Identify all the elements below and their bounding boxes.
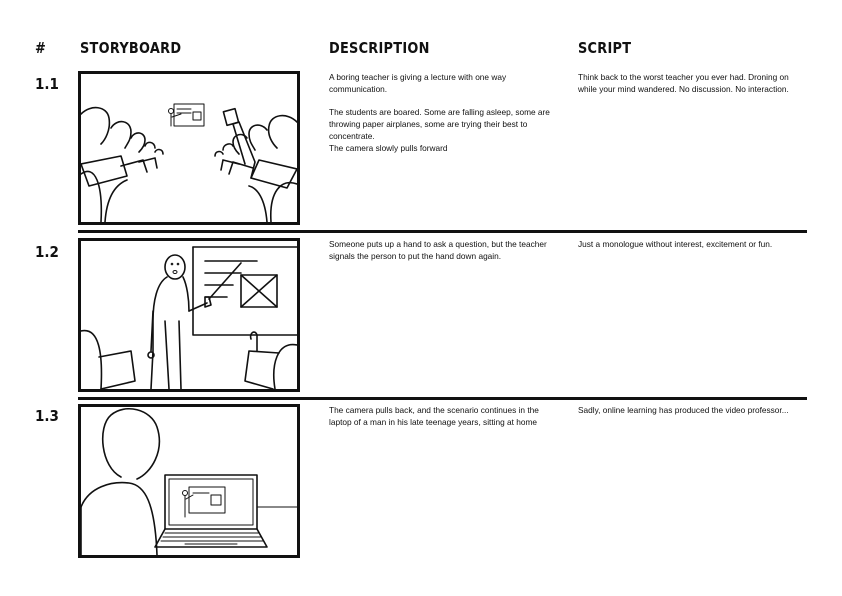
row-1-3-description: The camera pulls back, and the scenario … xyxy=(329,405,539,427)
row-number-1-1: 1.1 xyxy=(35,75,59,93)
row-1-2-description: Someone puts up a hand to ask a question… xyxy=(329,239,547,261)
row-number-1-2: 1.2 xyxy=(35,243,59,261)
storyboard-frame-1-2 xyxy=(78,238,300,392)
classroom-lecture-sketch xyxy=(81,103,297,222)
row-number-1-3: 1.3 xyxy=(35,407,59,425)
row-1-1-script: Think back to the worst teacher you ever… xyxy=(578,72,789,94)
header-storyboard: STORYBOARD xyxy=(80,39,182,57)
header-number: # xyxy=(35,39,47,57)
teacher-at-whiteboard-sketch xyxy=(81,246,297,389)
header-description: DESCRIPTION xyxy=(329,39,430,57)
row-1-2-script: Just a monologue without interest, excit… xyxy=(578,239,773,249)
storyboard-frame-1-3 xyxy=(78,404,300,558)
row-divider-1 xyxy=(78,230,807,233)
row-divider-2 xyxy=(78,397,807,400)
storyboard-frame-1-1 xyxy=(78,71,300,225)
row-1-3-script: Sadly, online learning has produced the … xyxy=(578,405,789,415)
row-1-1-description: A boring teacher is giving a lecture wit… xyxy=(329,72,550,153)
header-script: SCRIPT xyxy=(578,39,632,57)
student-watching-laptop-sketch xyxy=(81,407,297,555)
